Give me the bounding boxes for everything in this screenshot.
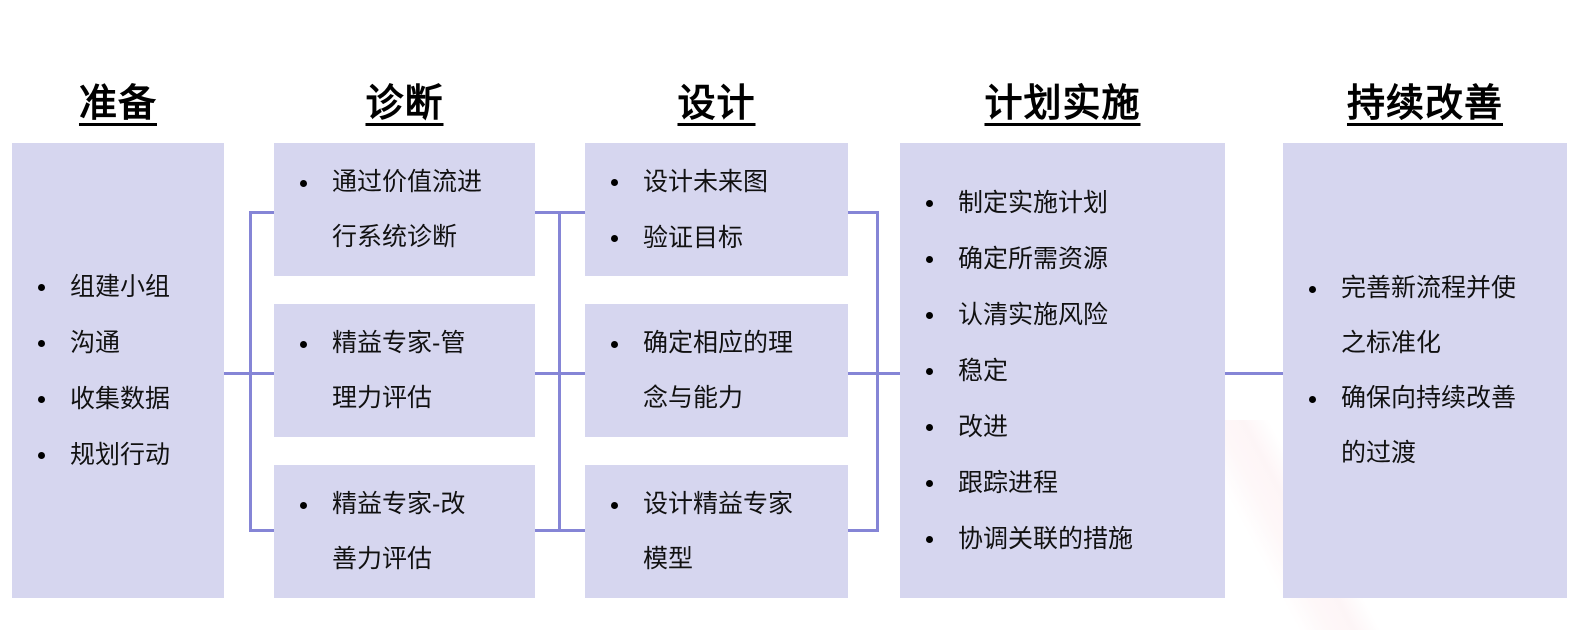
column-title-continuous-improvement: 持续改善 (1346, 83, 1503, 125)
list-item: 规划行动 (26, 427, 214, 483)
column-title-design: 设计 (677, 83, 756, 125)
box-design-3[interactable]: 设计精益专家 模型 (585, 465, 848, 598)
list-item: 精益专家-管 理力评估 (288, 316, 525, 426)
box-design-1[interactable]: 设计未来图 验证目标 (585, 143, 848, 276)
connector-bus1-branch-top (249, 211, 276, 214)
box-improve-1[interactable]: 完善新流程并使 之标准化 确保向持续改善 的过渡 (1283, 143, 1567, 598)
connector-bus3-branch-mid (847, 372, 901, 375)
connector-bus2-branch-bottom (534, 529, 586, 532)
bullet-list-design-2: 确定相应的理 念与能力 (585, 316, 848, 426)
bullet-list-prepare-1: 组建小组 沟通 收集数据 规划行动 (12, 259, 224, 483)
bullet-list-improve-1: 完善新流程并使 之标准化 确保向持续改善 的过渡 (1283, 261, 1567, 481)
bullet-list-diagnose-1: 通过价值流进 行系统诊断 (274, 155, 535, 265)
box-plan-1[interactable]: 制定实施计划 确定所需资源 认清实施风险 稳定 改进 跟踪进程 协调关联的措施 (900, 143, 1225, 598)
list-item: 验证目标 (599, 210, 838, 266)
list-item: 沟通 (26, 315, 214, 371)
list-item: 改进 (914, 399, 1215, 455)
list-item: 收集数据 (26, 371, 214, 427)
list-item: 组建小组 (26, 259, 214, 315)
bullet-list-design-3: 设计精益专家 模型 (585, 477, 848, 587)
column-title-prepare: 准备 (78, 83, 157, 125)
list-item: 协调关联的措施 (914, 511, 1215, 567)
list-item: 设计精益专家 模型 (599, 477, 838, 587)
column-title-plan-implement: 计划实施 (984, 83, 1141, 125)
connector-bus2-branch-mid (534, 372, 586, 375)
bullet-list-plan-1: 制定实施计划 确定所需资源 认清实施风险 稳定 改进 跟踪进程 协调关联的措施 (900, 175, 1225, 567)
box-diagnose-3[interactable]: 精益专家-改 善力评估 (274, 465, 535, 598)
box-prepare-1[interactable]: 组建小组 沟通 收集数据 规划行动 (12, 143, 224, 598)
box-diagnose-1[interactable]: 通过价值流进 行系统诊断 (274, 143, 535, 276)
connector-bus2-branch-top (534, 211, 586, 214)
list-item: 完善新流程并使 之标准化 (1297, 261, 1557, 371)
list-item: 设计未来图 (599, 154, 838, 210)
connector-bus3-branch-top (847, 211, 879, 214)
connector-bus1-branch-mid (249, 372, 276, 375)
list-item: 确定相应的理 念与能力 (599, 316, 838, 426)
list-item: 确定所需资源 (914, 231, 1215, 287)
column-title-diagnose: 诊断 (365, 83, 444, 125)
bullet-list-diagnose-3: 精益专家-改 善力评估 (274, 477, 535, 587)
connector-bus3-branch-bottom (847, 529, 879, 532)
connector-prepare-to-bus (224, 372, 252, 375)
list-item: 制定实施计划 (914, 175, 1215, 231)
list-item: 精益专家-改 善力评估 (288, 477, 525, 587)
box-design-2[interactable]: 确定相应的理 念与能力 (585, 304, 848, 437)
list-item: 通过价值流进 行系统诊断 (288, 155, 525, 265)
list-item: 跟踪进程 (914, 455, 1215, 511)
box-diagnose-2[interactable]: 精益专家-管 理力评估 (274, 304, 535, 437)
bullet-list-design-1: 设计未来图 验证目标 (585, 154, 848, 266)
bullet-list-diagnose-2: 精益专家-管 理力评估 (274, 316, 535, 426)
list-item: 认清实施风险 (914, 287, 1215, 343)
connector-plan-to-improve (1224, 372, 1284, 375)
connector-bus1-branch-bottom (249, 529, 276, 532)
list-item: 确保向持续改善 的过渡 (1297, 371, 1557, 481)
list-item: 稳定 (914, 343, 1215, 399)
